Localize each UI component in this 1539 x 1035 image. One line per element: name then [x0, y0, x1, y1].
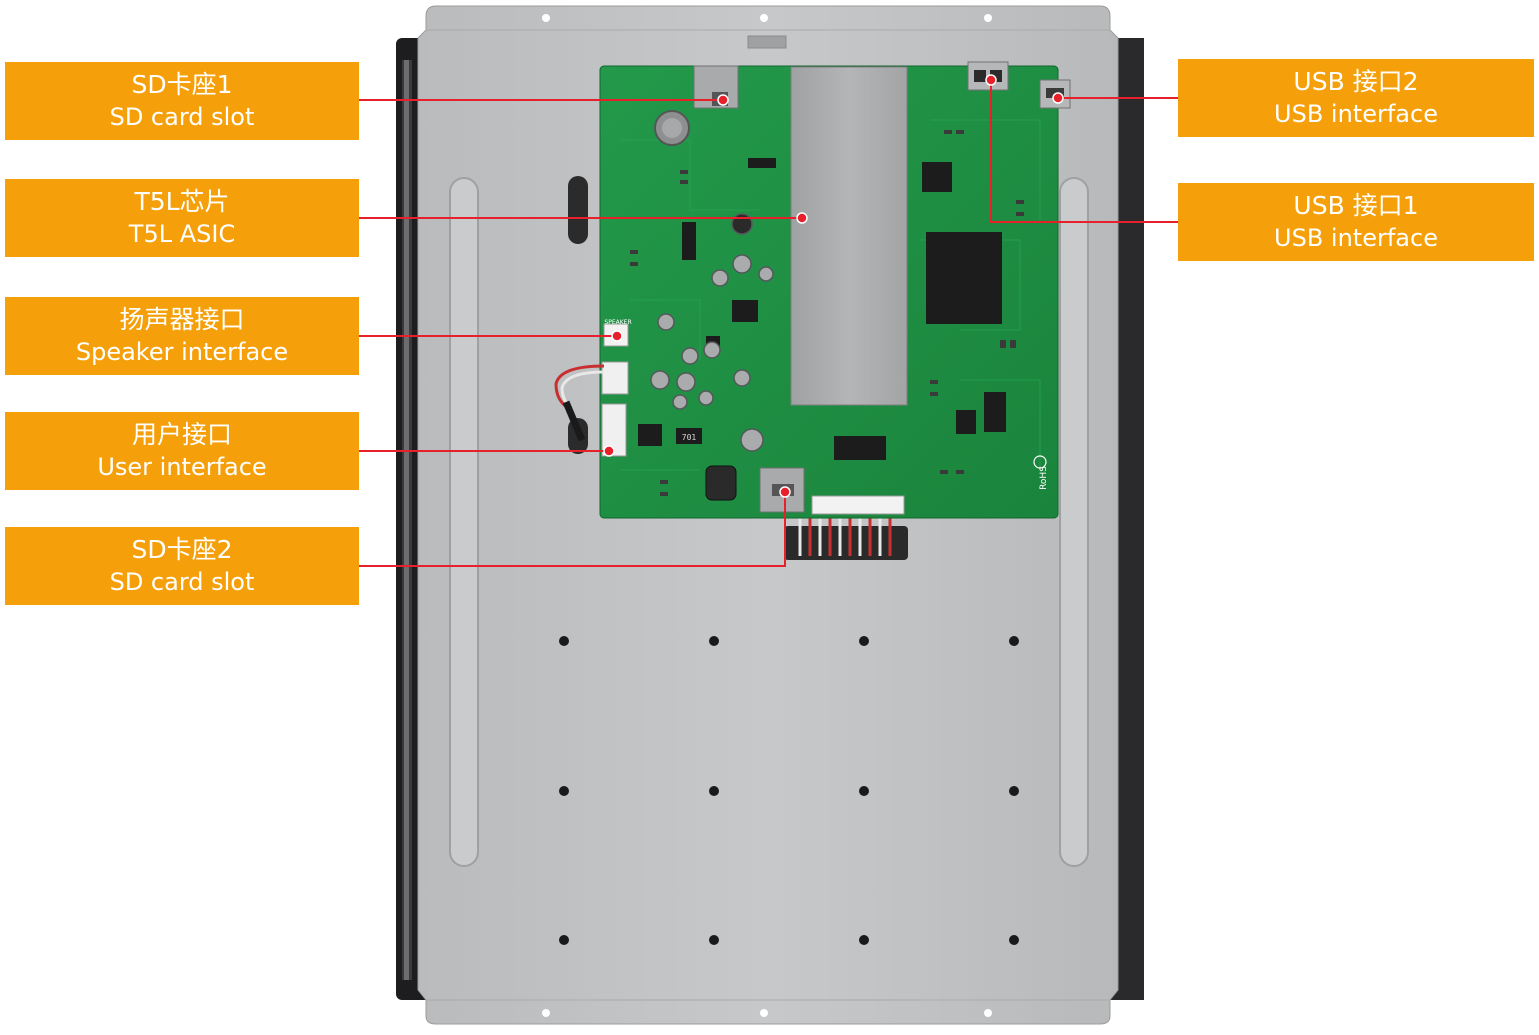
label-en: SD card slot	[109, 103, 255, 131]
label-t5l-asic: T5L芯片 T5L ASIC	[5, 179, 359, 257]
label-sd-card-slot-1: SD卡座1 SD card slot	[5, 62, 359, 140]
pcb-board: 701 SPEA	[599, 61, 1071, 519]
label-zh: SD卡座1	[131, 70, 233, 99]
label-en: SD card slot	[109, 568, 255, 596]
leader-dots	[603, 74, 1064, 498]
fpc-connector	[811, 495, 905, 515]
ic-part-701: 701	[676, 428, 702, 444]
label-en: Speaker interface	[75, 338, 289, 366]
rohs-mark: RoHS	[1033, 455, 1049, 490]
capacitors	[650, 213, 774, 452]
label-usb-interface-1: USB 接口1 USB interface	[1178, 183, 1534, 261]
svg-text:701: 701	[682, 433, 697, 442]
stiffening-ribs	[449, 176, 1089, 867]
label-zh: USB 接口2	[1293, 67, 1419, 96]
label-zh: SD卡座2	[131, 535, 233, 564]
inductor	[705, 465, 737, 501]
leader-lines	[359, 80, 1178, 567]
label-zh: 用户接口	[131, 420, 232, 449]
label-sd-card-slot-2: SD卡座2 SD card slot	[5, 527, 359, 605]
svg-text:RoHS: RoHS	[1039, 466, 1049, 490]
sd-card-slot-1	[693, 65, 739, 109]
label-en: USB interface	[1274, 100, 1438, 128]
speaker-cable	[554, 364, 605, 442]
user-interface-connector	[601, 361, 629, 457]
mounting-holes	[559, 636, 1019, 945]
label-zh: 扬声器接口	[119, 305, 245, 334]
label-user-interface: 用户接口 User interface	[5, 412, 359, 490]
svg-text:SPEAKER: SPEAKER	[604, 319, 631, 326]
label-usb-interface-2: USB 接口2 USB interface	[1178, 59, 1534, 137]
label-en: T5L ASIC	[128, 220, 236, 248]
label-zh: T5L芯片	[134, 187, 230, 216]
label-speaker-interface: 扬声器接口 Speaker interface	[5, 297, 359, 375]
usb-connector-2	[1039, 79, 1071, 109]
label-zh: USB 接口1	[1293, 191, 1419, 220]
sd-card-slot-2	[759, 467, 805, 513]
label-en: USB interface	[1274, 224, 1438, 252]
label-en: User interface	[97, 453, 267, 481]
t5l-shield-can	[790, 66, 908, 406]
